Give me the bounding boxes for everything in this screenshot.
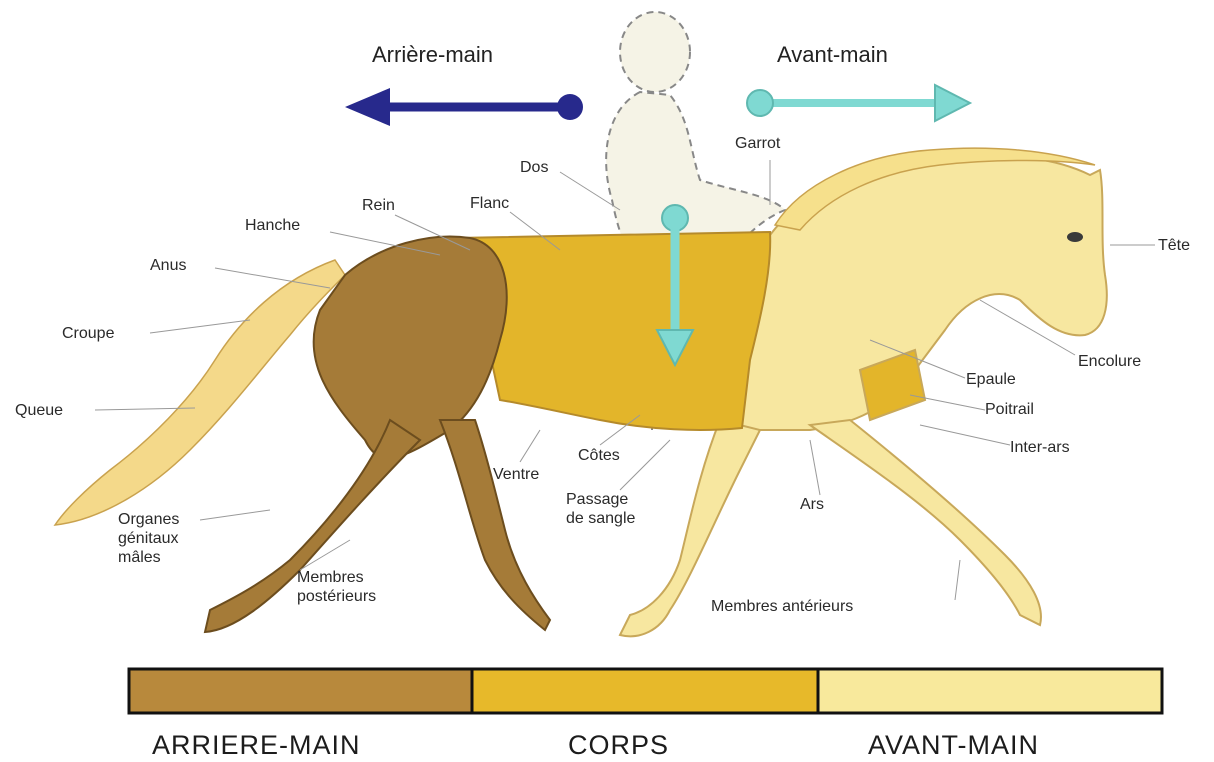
label-membres-anterieurs: Membres antérieurs xyxy=(711,597,853,616)
label-queue: Queue xyxy=(15,401,63,420)
tail xyxy=(55,260,345,525)
label-dos: Dos xyxy=(520,158,548,177)
legend-bar xyxy=(129,669,1162,713)
label-ars: Ars xyxy=(800,495,824,514)
label-rein: Rein xyxy=(362,196,395,215)
legend-swatch-hind xyxy=(129,669,472,713)
label-epaule: Epaule xyxy=(966,370,1016,389)
label-membres-posterieurs: Membres postérieurs xyxy=(297,568,376,606)
label-passage-sangle: Passage de sangle xyxy=(566,490,635,528)
legend-swatch-corps xyxy=(472,669,818,713)
hind-body xyxy=(205,237,550,632)
label-inter-ars: Inter-ars xyxy=(1010,438,1070,457)
label-cotes: Côtes xyxy=(578,446,620,465)
label-anus: Anus xyxy=(150,256,186,275)
eye xyxy=(1067,232,1083,242)
label-garrot: Garrot xyxy=(735,134,780,153)
label-organes-genitaux: Organes génitaux mâles xyxy=(118,510,179,568)
legend-label-corps: CORPS xyxy=(568,730,669,761)
label-ventre: Ventre xyxy=(493,465,539,484)
fore-direction-label: Avant-main xyxy=(777,42,888,68)
label-tete: Tête xyxy=(1158,236,1190,255)
label-flanc: Flanc xyxy=(470,194,509,213)
hind-direction-label: Arrière-main xyxy=(372,42,493,68)
legend-label-hind: ARRIERE-MAIN xyxy=(152,730,361,761)
label-hanche: Hanche xyxy=(245,216,300,235)
legend-swatch-fore xyxy=(818,669,1162,713)
fore-direction-arrow xyxy=(747,85,970,121)
label-encolure: Encolure xyxy=(1078,352,1141,371)
label-poitrail: Poitrail xyxy=(985,400,1034,419)
hind-direction-arrow xyxy=(345,88,583,126)
label-croupe: Croupe xyxy=(62,324,114,343)
legend-label-fore: AVANT-MAIN xyxy=(868,730,1039,761)
